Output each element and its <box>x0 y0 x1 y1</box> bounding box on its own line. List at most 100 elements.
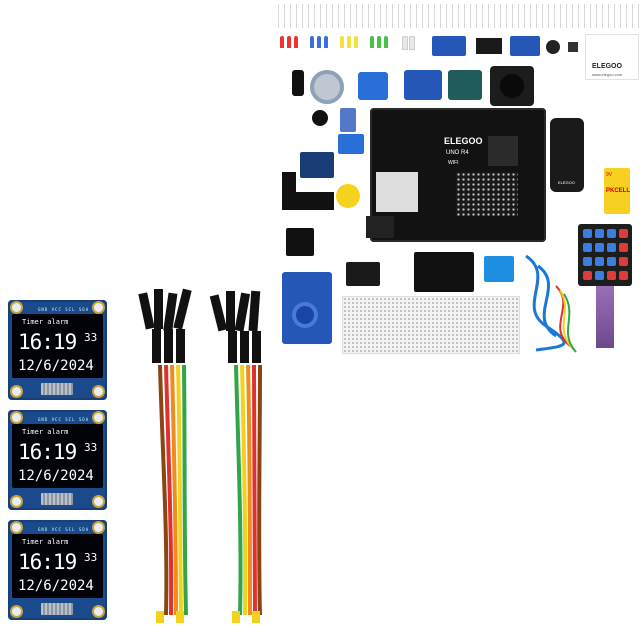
rtc-module <box>286 228 314 256</box>
keypad-key <box>607 229 616 238</box>
ultrasonic-sensor <box>338 134 364 154</box>
keypad-key <box>619 257 628 266</box>
push-button <box>568 42 578 52</box>
display-seconds: 33 <box>84 331 98 344</box>
keypad-key <box>583 271 592 280</box>
keypad-key <box>583 257 592 266</box>
oled-screen: Timer alarm 16:19 33 12/6/2024 <box>12 534 103 598</box>
keypad-ribbon <box>596 286 614 348</box>
jumper-wires-illustration <box>138 288 262 623</box>
keypad-key <box>607 257 616 266</box>
board-model: UNO R4 <box>446 150 469 156</box>
wifi-module <box>376 172 418 212</box>
display-time: 16:19 <box>18 550 77 574</box>
joystick-knob <box>500 74 524 98</box>
sensor-module <box>510 36 540 56</box>
ribbon-cable <box>41 493 73 505</box>
board-variant: WIFI <box>448 160 459 166</box>
relay-module <box>432 36 466 56</box>
ribbon-cable <box>41 603 73 615</box>
uno-r4-wifi-board: ELEGOO UNO R4 WIFI <box>366 108 546 242</box>
jumper-wire <box>559 289 575 351</box>
keypad-key <box>619 271 628 280</box>
pin-labels: GND VCC SCL SDA <box>38 307 90 312</box>
mount-hole <box>94 413 103 422</box>
battery-label: 9V <box>606 172 613 178</box>
mount-hole <box>12 413 21 422</box>
brand-card-name: ELEGOO <box>592 63 622 70</box>
keypad-key <box>595 229 604 238</box>
pin-labels: GND VCC SCL SDA <box>38 417 90 422</box>
blue-led <box>324 36 328 48</box>
display-time: 16:19 <box>18 440 77 464</box>
mount-hole <box>94 607 103 616</box>
jumper-wire-bundle-left <box>138 288 192 623</box>
mount-hole <box>12 303 21 312</box>
mount-hole <box>12 497 21 506</box>
keypad-key <box>619 243 628 252</box>
cable-illustration <box>525 254 577 353</box>
remote-brand: ELEGOO <box>558 180 575 185</box>
mount-hole <box>94 387 103 396</box>
board-brand: ELEGOO <box>444 136 483 146</box>
yellow-led <box>354 36 358 48</box>
rfid-module <box>282 272 332 344</box>
yellow-led <box>340 36 344 48</box>
red-led <box>294 36 298 48</box>
oled-screen: Timer alarm 16:19 33 12/6/2024 <box>12 314 103 378</box>
driver-board <box>448 70 482 100</box>
potentiometer <box>546 40 560 54</box>
display-time: 16:19 <box>18 330 77 354</box>
battery-brand: PKCELL <box>606 188 630 194</box>
jumper-wire-bundle-right <box>209 290 262 623</box>
ribbon-cable <box>41 383 73 395</box>
mount-hole <box>94 523 103 532</box>
keypad-key <box>607 243 616 252</box>
pin-labels: GND VCC SCL SDA <box>38 527 90 532</box>
accelerometer-module <box>404 70 442 100</box>
keypad-key <box>607 271 616 280</box>
small-oled <box>300 152 334 178</box>
green-led <box>384 36 388 48</box>
blue-led <box>310 36 314 48</box>
header-pin-strips <box>278 4 640 28</box>
red-led <box>280 36 284 48</box>
mount-hole <box>94 497 103 506</box>
blue-led <box>317 36 321 48</box>
oled-module-1: GND VCC SCL SDA Timer alarm 16:19 33 12/… <box>8 300 107 400</box>
keypad-key <box>595 243 604 252</box>
seven-segment-display <box>282 172 296 192</box>
display-header: Timer alarm <box>22 538 69 546</box>
membrane-keypad <box>578 224 632 286</box>
display-date: 12/6/2024 <box>18 358 94 374</box>
power-supply-module <box>414 252 474 292</box>
mount-hole <box>12 387 21 396</box>
stepper-motor <box>310 70 344 104</box>
rfid-tag <box>292 302 318 328</box>
green-led <box>377 36 381 48</box>
mount-hole <box>12 523 21 532</box>
oled-module-3: GND VCC SCL SDA Timer alarm 16:19 33 12/… <box>8 520 107 620</box>
usb-cable <box>537 264 557 338</box>
jumper-wire <box>563 293 577 353</box>
nine-volt-battery: 9V PKCELL <box>604 168 630 214</box>
brand-card: ELEGOO www.elegoo.com <box>585 34 639 80</box>
ir-receiver-module <box>476 38 502 54</box>
white-led <box>409 36 415 50</box>
oled-module-2: GND VCC SCL SDA Timer alarm 16:19 33 12/… <box>8 410 107 510</box>
keypad-key <box>583 243 592 252</box>
display-seconds: 33 <box>84 441 98 454</box>
keypad-key <box>595 271 604 280</box>
display-date: 12/6/2024 <box>18 468 94 484</box>
display-header: Timer alarm <box>22 318 69 326</box>
led-matrix <box>456 172 518 216</box>
servo-motor <box>358 72 388 100</box>
power-jack <box>366 216 394 238</box>
capacitor <box>292 70 304 96</box>
sound-sensor <box>340 108 356 132</box>
yellow-led <box>347 36 351 48</box>
brand-card-url: www.elegoo.com <box>592 72 623 77</box>
keypad-key <box>619 229 628 238</box>
display-date: 12/6/2024 <box>18 578 94 594</box>
green-led <box>370 36 374 48</box>
